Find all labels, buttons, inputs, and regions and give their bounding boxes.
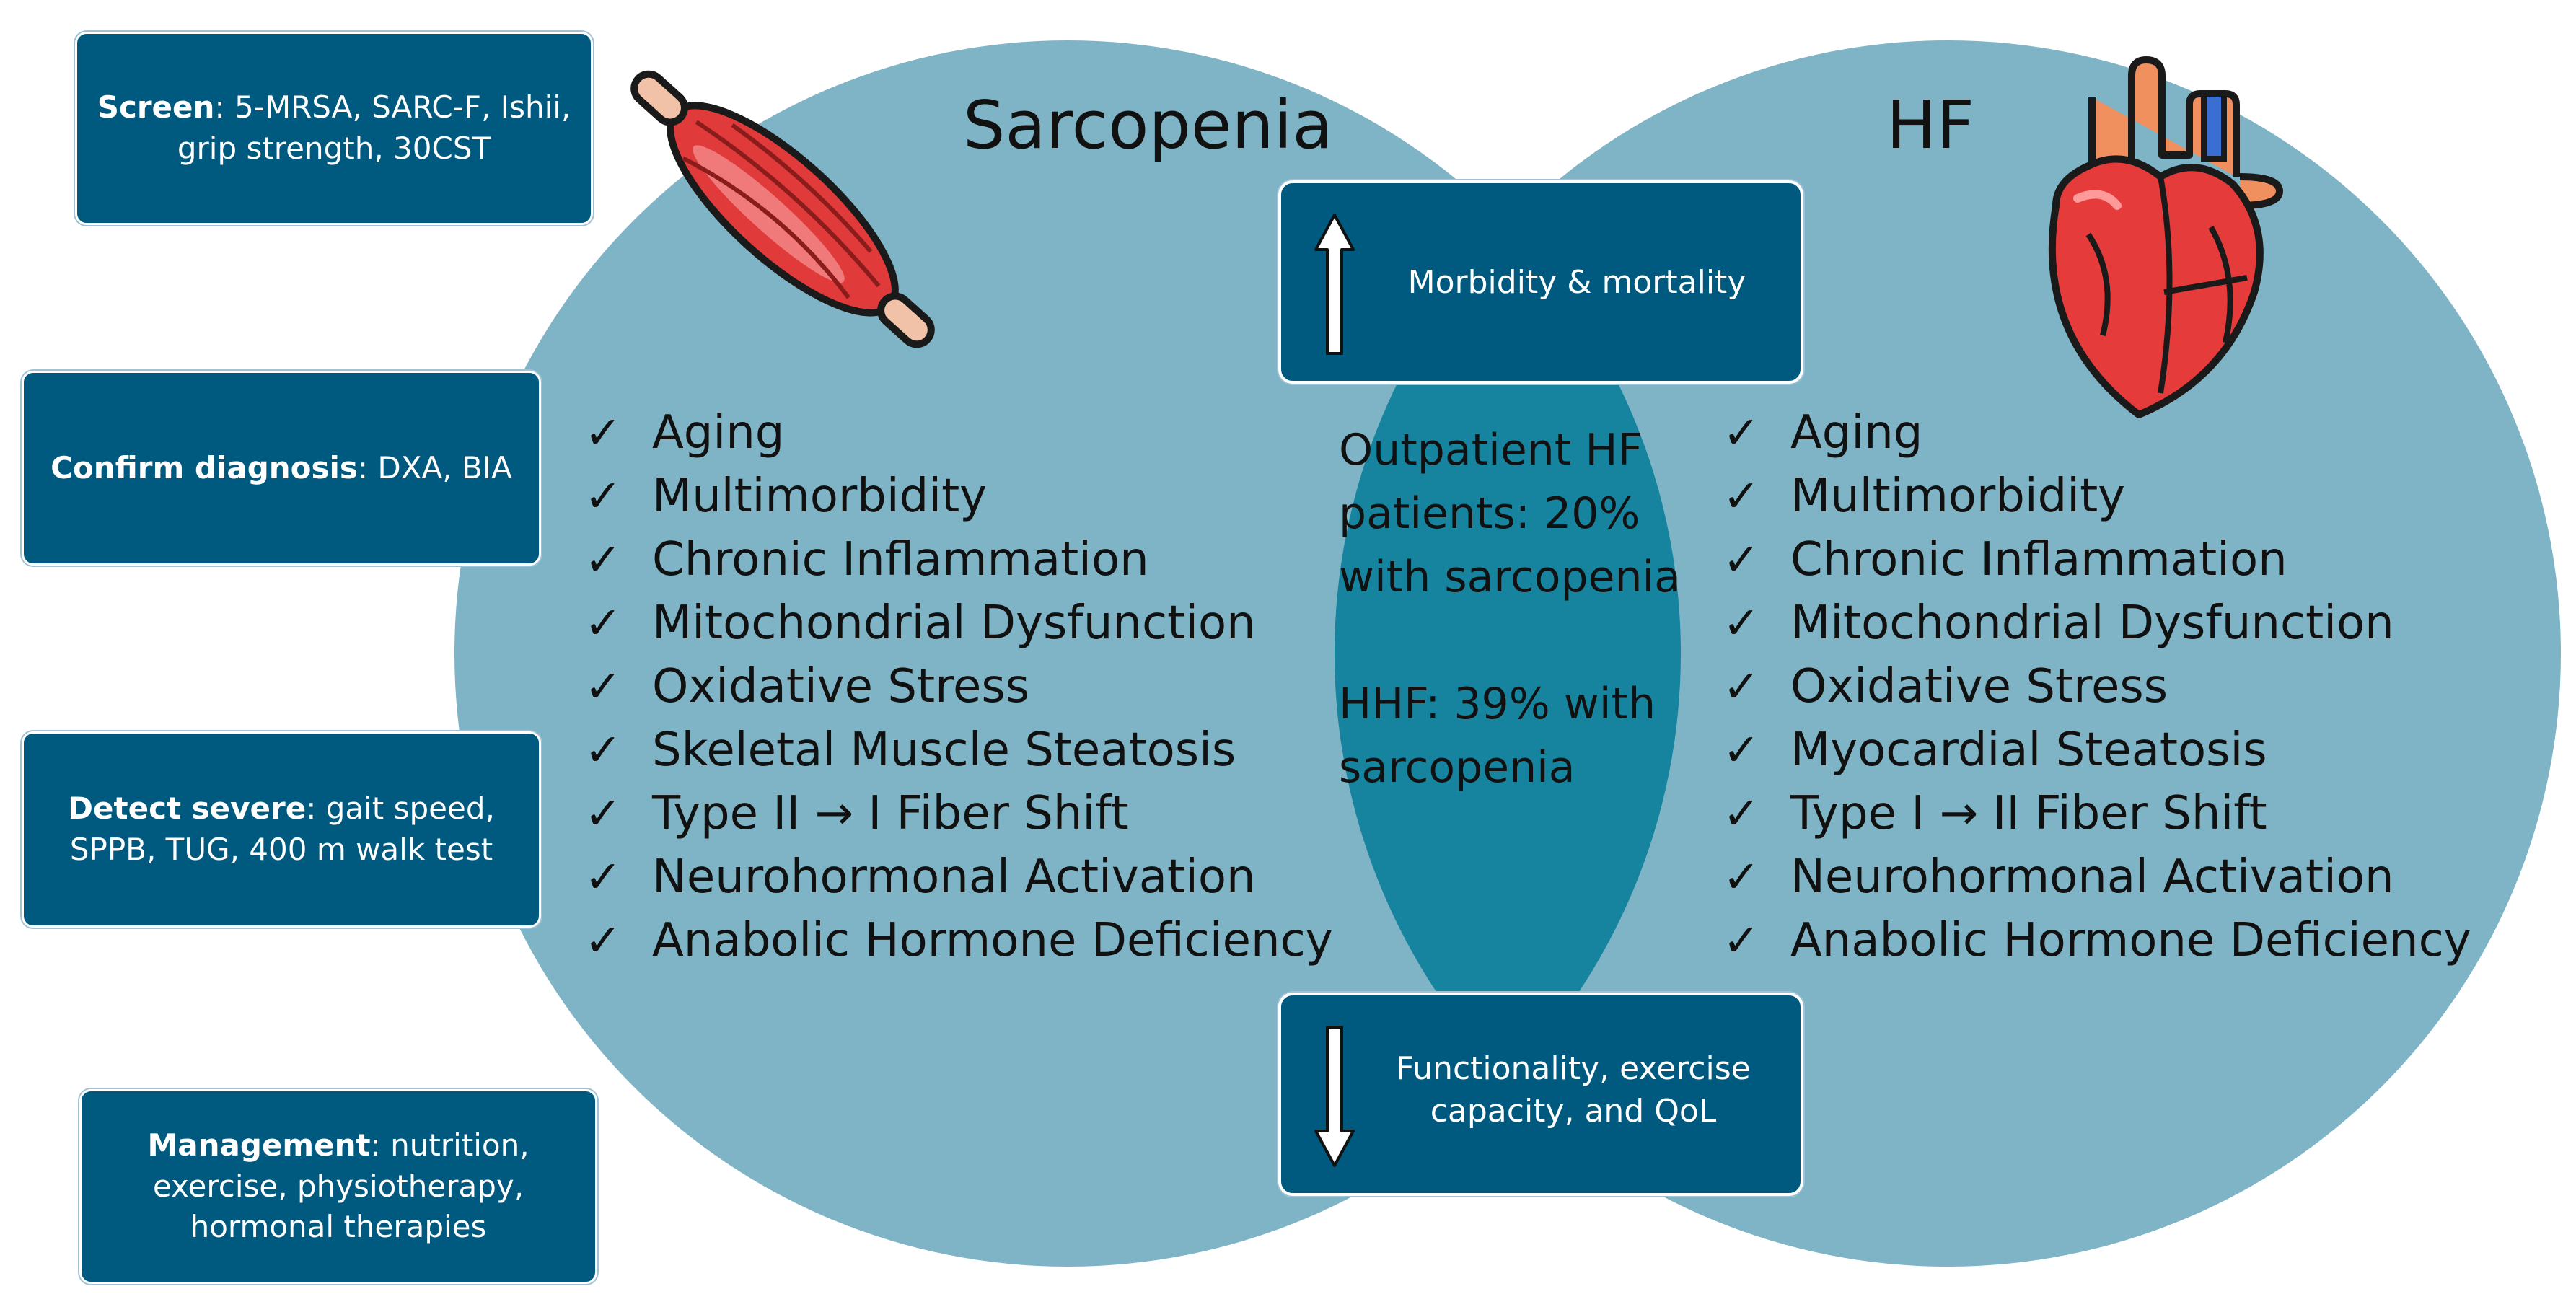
check-icon: ✓ [584,787,622,840]
confirm-label: Confirm diagnosis [50,449,358,485]
hf-item: Oxidative Stress [1790,660,2168,713]
list-item: ✓ Aging [584,401,1333,465]
check-icon: ✓ [584,470,622,522]
hf-item: Multimorbidity [1790,470,2126,523]
screen-box: Screen: 5-MRSA, SARC-F, Ishii, grip stre… [75,32,593,225]
list-item: ✓ Anabolic Hormone Deficiency [584,909,1333,972]
sarcopenia-item: Anabolic Hormone Deficiency [652,914,1333,967]
outpatient-stat: Outpatient HF patients: 20% with sarcope… [1339,425,1681,602]
check-icon: ✓ [1723,723,1760,776]
sarcopenia-item: Neurohormonal Activation [652,850,1256,904]
check-icon: ✓ [1723,660,1760,713]
confirm-diagnosis-box: Confirm diagnosis: DXA, BIA [22,371,541,566]
hf-item: Myocardial Steatosis [1790,723,2267,777]
check-icon: ✓ [584,850,622,903]
check-icon: ✓ [584,597,622,649]
check-icon: ✓ [1723,787,1760,840]
list-item: ✓ Chronic Inflammation [1723,528,2471,591]
morbidity-text: Morbidity & mortality [1407,264,1746,301]
screen-text: : 5-MRSA, SARC-F, Ishii, grip strength, … [177,89,571,166]
list-item: ✓ Type I → II Fiber Shift [1723,782,2471,845]
check-icon: ✓ [584,723,622,776]
sarcopenia-item: Multimorbidity [652,470,988,523]
check-icon: ✓ [584,914,622,967]
list-item: ✓ Oxidative Stress [584,655,1333,718]
morbidity-box: Morbidity & mortality [1278,180,1803,384]
check-icon: ✓ [1723,406,1760,459]
check-icon: ✓ [1723,850,1760,903]
management-box: Management: nutrition, exercise, physiot… [79,1089,597,1284]
heart-icon [2048,56,2284,418]
hf-list: ✓ Aging ✓ Multimorbidity ✓ Chronic Inflamma… [1723,401,2471,972]
list-item: ✓ Multimorbidity [1723,465,2471,528]
functionality-box: Functionality, exercise capacity, and Qo… [1278,993,1803,1196]
sarcopenia-item: Aging [652,406,785,459]
list-item: ✓ Multimorbidity [584,465,1333,528]
list-item: ✓ Neurohormonal Activation [1723,845,2471,909]
list-item: ✓ Myocardial Steatosis [1723,718,2471,782]
list-item: ✓ Type II → I Fiber Shift [584,782,1333,845]
check-icon: ✓ [1723,533,1760,586]
confirm-text: : DXA, BIA [357,449,512,485]
severe-text: : gait speed, SPPB, TUG, 400 m walk test [69,791,495,867]
sarcopenia-item: Oxidative Stress [652,660,1030,713]
functionality-text: Functionality, exercise capacity, and Qo… [1396,1050,1751,1130]
check-icon: ✓ [1723,470,1760,522]
management-text: : nutrition, exercise, physiotherapy, ho… [152,1127,529,1245]
hf-item: Neurohormonal Activation [1790,850,2394,904]
muscle-icon [630,70,935,348]
hf-item: Type I → II Fiber Shift [1790,787,2267,840]
hf-item: Chronic Inflammation [1790,533,2287,586]
overlap-stats: Outpatient HF patients: 20% with sarcope… [1339,418,1714,799]
sarcopenia-item: Chronic Inflammation [652,533,1149,586]
arrow-up-icon [1314,214,1355,355]
list-item: ✓ Chronic Inflammation [584,528,1333,591]
detect-severe-box: Detect severe: gait speed, SPPB, TUG, 40… [22,731,541,928]
list-item: ✓ Aging [1723,401,2471,465]
check-icon: ✓ [1723,914,1760,967]
screen-label: Screen [97,89,215,126]
hhf-stat: HHF: 39% with sarcopenia [1339,679,1656,793]
arrow-down-icon [1314,1026,1355,1167]
list-item: ✓ Oxidative Stress [1723,655,2471,718]
check-icon: ✓ [584,406,622,459]
list-item: ✓ Anabolic Hormone Deficiency [1723,909,2471,972]
sarcopenia-item: Skeletal Muscle Steatosis [652,723,1236,777]
list-item: ✓ Neurohormonal Activation [584,845,1333,909]
list-item: ✓ Skeletal Muscle Steatosis [584,718,1333,782]
sarcopenia-item: Mitochondrial Dysfunction [652,597,1256,650]
hf-item: Anabolic Hormone Deficiency [1790,914,2471,967]
list-item: ✓ Mitochondrial Dysfunction [584,591,1333,655]
hf-title: HF [1886,87,1975,164]
check-icon: ✓ [1723,597,1760,649]
check-icon: ✓ [584,533,622,586]
sarcopenia-title: Sarcopenia [963,87,1333,164]
list-item: ✓ Mitochondrial Dysfunction [1723,591,2471,655]
hf-item: Aging [1790,406,1923,459]
check-icon: ✓ [584,660,622,713]
severe-label: Detect severe [68,791,307,827]
sarcopenia-list: ✓ Aging ✓ Multimorbidity ✓ Chronic Inflamma… [584,401,1333,972]
sarcopenia-item: Type II → I Fiber Shift [652,787,1129,840]
management-label: Management [147,1127,371,1163]
hf-item: Mitochondrial Dysfunction [1790,597,2394,650]
